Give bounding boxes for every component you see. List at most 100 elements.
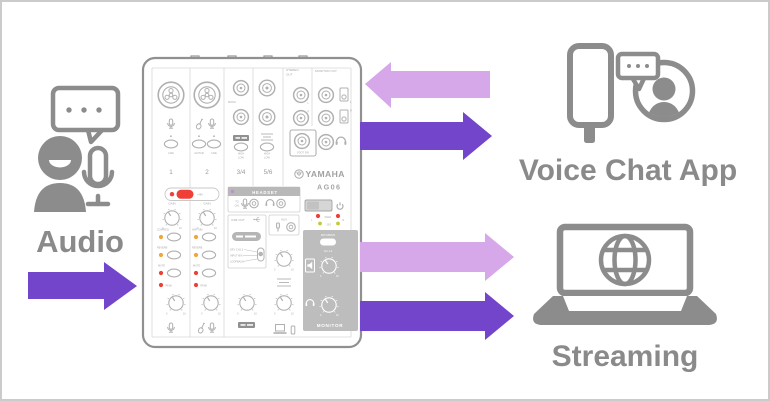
microphone-icon: [81, 145, 115, 207]
arrow-mixer-to-streaming-upper: [360, 233, 514, 281]
mixer-channel-2: GUITAR LINE 2: [191, 81, 222, 176]
aux-section: AUX: [268, 214, 300, 236]
svg-text:10: 10: [214, 227, 217, 230]
svg-text:AG06: AG06: [317, 183, 341, 192]
mix-minus-switch: [320, 238, 336, 246]
svg-text:10: 10: [291, 269, 294, 272]
svg-text:0: 0: [320, 315, 322, 317]
chat-bubble-icon: [615, 51, 661, 92]
output-section: STEREO OUT MONITOR OUT L R L R FOOT SW: [286, 68, 352, 157]
chat-user-icon: [632, 59, 696, 123]
svg-text:MUTE: MUTE: [193, 265, 200, 268]
laptop-screen: [556, 223, 694, 297]
svg-text:STEREO: STEREO: [286, 68, 299, 72]
svg-text:R: R: [308, 111, 310, 114]
streaming-icon-group: Streaming: [533, 223, 717, 373]
svg-text:L: L: [350, 101, 352, 104]
svg-text:0: 0: [166, 313, 168, 316]
svg-text:10: 10: [336, 276, 339, 278]
svg-text:GAIN: GAIN: [168, 202, 176, 206]
laptop-base: [533, 296, 717, 325]
svg-text:R: R: [350, 110, 352, 113]
audio-source-icon-group: Audio: [34, 85, 124, 259]
svg-text:PEAK: PEAK: [166, 285, 173, 288]
mixer-channel-56: HIGH LOW 5/6: [258, 79, 276, 176]
mixer-illustration: LINE 1 GUITAR LINE 2 MONO HIGH LOW 3/4: [141, 55, 363, 349]
svg-text:10: 10: [183, 313, 186, 316]
svg-text:LINE: LINE: [168, 152, 174, 155]
svg-text:LOW: LOW: [264, 157, 270, 160]
svg-text:L: L: [308, 102, 310, 105]
svg-text:USB OUT: USB OUT: [231, 218, 245, 222]
person-icon: [34, 136, 86, 212]
svg-text:MONITOR: MONITOR: [317, 323, 344, 328]
svg-text:PEAK: PEAK: [201, 285, 208, 288]
arrow-audio-to-mixer: [28, 262, 137, 310]
svg-text:0: 0: [320, 276, 322, 278]
svg-text:OUT: OUT: [286, 73, 293, 77]
phone-plug-icon: [584, 126, 595, 143]
streaming-label: Streaming: [552, 340, 699, 373]
power-switch: [304, 199, 344, 212]
svg-text:3/4: 3/4: [237, 169, 246, 176]
svg-text:LINE: LINE: [211, 152, 217, 155]
svg-text:0: 0: [201, 313, 203, 316]
svg-text:HEADSET: HEADSET: [252, 190, 278, 195]
speech-bubble-icon: [50, 85, 121, 145]
svg-text:0: 0: [237, 313, 239, 316]
mixer-channel-1: LINE 1: [157, 81, 185, 176]
globe-icon: [598, 233, 652, 287]
svg-text:10: 10: [254, 313, 257, 316]
mixer-channel-34: MONO HIGH LOW 3/4: [228, 79, 250, 176]
svg-text:SIG: SIG: [327, 224, 331, 227]
svg-text:AMP SIM: AMP SIM: [192, 229, 203, 232]
svg-text:0: 0: [162, 227, 164, 230]
svg-text:YAMAHA: YAMAHA: [306, 169, 345, 179]
svg-text:0: 0: [274, 269, 276, 272]
svg-text:LOOPBACK: LOOPBACK: [230, 261, 244, 264]
arrow-voice-chat-to-mixer: [365, 62, 490, 108]
svg-text:LOW: LOW: [238, 157, 244, 160]
voice-chat-label: Voice Chat App: [519, 154, 737, 187]
pad-badge: [233, 135, 249, 141]
channel-buttons: COMP/EQ AMP SIM REVERB REVERB MUTE MUTE …: [157, 229, 217, 288]
svg-text:CH1: CH1: [234, 205, 240, 208]
svg-text:10: 10: [218, 313, 221, 316]
svg-text:MIX MINUS: MIX MINUS: [321, 233, 335, 237]
svg-text:MONITOR OUT: MONITOR OUT: [315, 69, 337, 73]
brand-logo: YAMAHA AG06: [294, 169, 345, 192]
svg-text:R: R: [343, 219, 345, 222]
headset-section: HEADSET TO CH1: [227, 186, 301, 213]
svg-text:GUITAR: GUITAR: [194, 152, 203, 155]
smartphone-icon: [567, 43, 614, 128]
usb-badge-bottom: [238, 322, 255, 328]
usb-out-section: USB OUT DRY CH1-2 INPUT MIX LOOPBACK: [227, 214, 267, 269]
svg-text:REVERB: REVERB: [192, 247, 203, 250]
svg-text:CH 1-2: CH 1-2: [324, 249, 333, 253]
arrow-mixer-to-streaming-lower: [360, 292, 514, 340]
svg-text:+48V: +48V: [197, 194, 203, 197]
svg-text:10: 10: [179, 227, 182, 230]
headset-led: [230, 189, 235, 194]
svg-text:L: L: [311, 219, 313, 222]
svg-text:MUTE: MUTE: [158, 265, 165, 268]
loopback-selector: [258, 251, 263, 257]
svg-text:DRY CH1-2: DRY CH1-2: [230, 249, 244, 252]
svg-text:TO: TO: [235, 201, 238, 204]
svg-text:FOOT SW: FOOT SW: [297, 152, 309, 155]
svg-text:2: 2: [205, 169, 209, 176]
voice-chat-icon-group: Voice Chat App: [519, 43, 737, 187]
svg-text:5/6: 5/6: [264, 169, 273, 176]
svg-text:0: 0: [197, 227, 199, 230]
arrow-mixer-to-voice-chat: [360, 112, 492, 160]
svg-text:REVERB: REVERB: [157, 247, 168, 250]
svg-text:0: 0: [274, 313, 276, 316]
svg-text:HIGH: HIGH: [238, 153, 244, 156]
svg-text:10: 10: [291, 313, 294, 316]
level-meter-leds: PEAK L R SIG: [311, 213, 345, 227]
svg-text:GAIN: GAIN: [203, 202, 211, 206]
svg-text:1: 1: [169, 169, 173, 176]
